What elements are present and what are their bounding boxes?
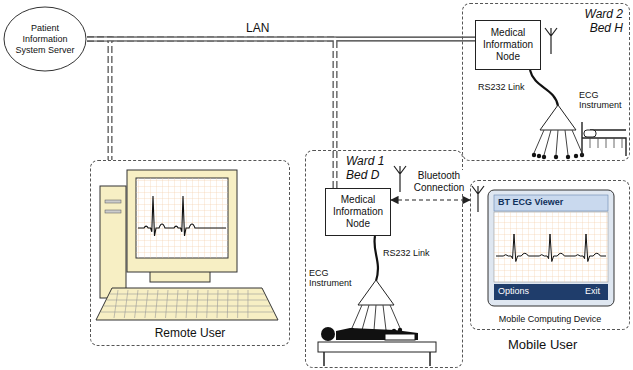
lan-cable	[87, 39, 110, 160]
node-box: Medical Information Node	[475, 20, 541, 70]
ward1-drawing	[318, 166, 436, 366]
group-label: Remote User	[91, 326, 289, 340]
ward2-drawing	[530, 28, 626, 159]
app-title: BT ECG Viewer	[498, 197, 604, 207]
group-label: Patient Information System Server	[15, 23, 75, 56]
instrument-label: ECG Instrument	[309, 268, 357, 289]
caption: Mobile User	[508, 338, 577, 353]
computer-drawing	[96, 170, 278, 320]
remote-user-group: Remote User	[90, 160, 290, 346]
instrument-label: ECG Instrument	[579, 90, 627, 111]
ecg-trace	[138, 196, 226, 236]
cable-label: RS232 Link	[383, 248, 430, 258]
node-label: Medical Information Node	[329, 194, 387, 230]
node-box: Medical Information Node	[325, 188, 391, 236]
mobile-device-drawing	[472, 186, 614, 306]
lan-cable	[87, 39, 335, 188]
softkey-label: Options	[498, 286, 529, 296]
edge-label: LAN	[244, 22, 271, 36]
edge-label: Bluetooth Connection	[408, 170, 470, 193]
server-ellipse: Patient Information System Server	[3, 6, 87, 72]
cable-label: RS232 Link	[478, 82, 525, 92]
bluetooth-link	[391, 200, 470, 201]
group-label: Ward 2 Bed H	[577, 7, 623, 35]
group-label: Mobile Computing Device	[471, 314, 629, 324]
node-label: Medical Information Node	[479, 27, 537, 63]
group-label: Ward 1 Bed D	[346, 154, 392, 182]
softkey-label: Exit	[585, 286, 600, 296]
ecg-trace	[496, 234, 606, 262]
